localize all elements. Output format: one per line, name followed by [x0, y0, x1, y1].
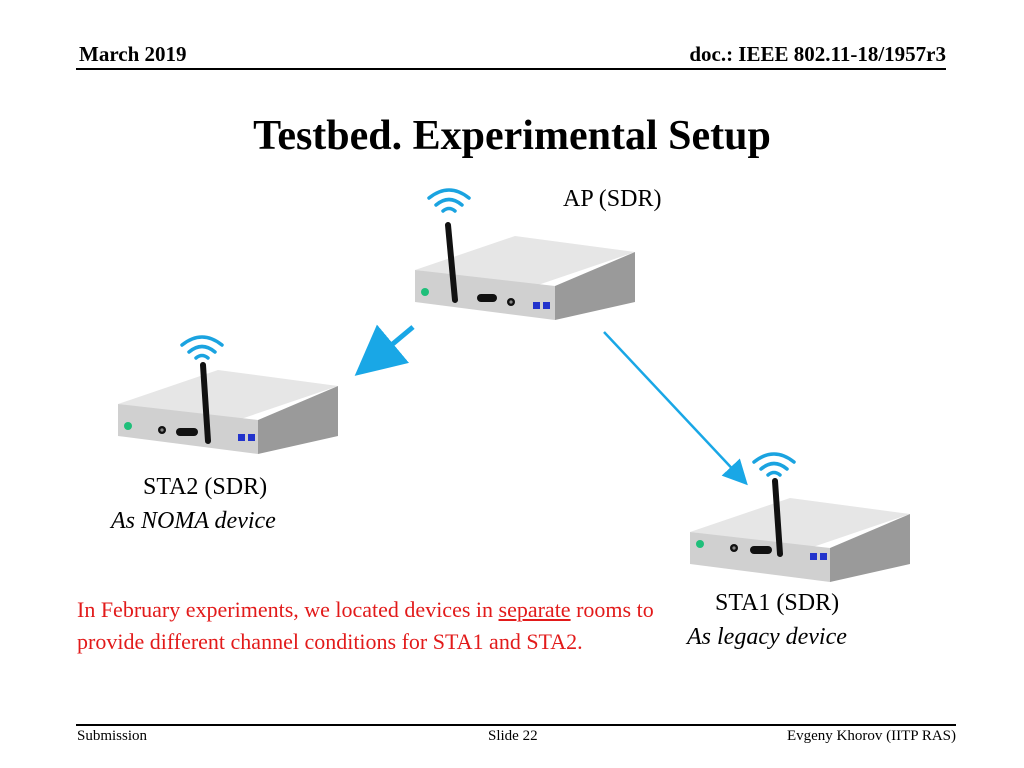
sta1-role: As legacy device: [687, 624, 847, 650]
header-doc-id: doc.: IEEE 802.11-18/1957r3: [689, 42, 946, 66]
note-underlined-word: separate: [498, 597, 571, 622]
slide-title: Testbed. Experimental Setup: [253, 113, 771, 159]
ap-wifi-icon: [427, 188, 471, 213]
sta2-role: As NOMA device: [111, 508, 276, 534]
sta1-antenna-icon: [772, 478, 783, 557]
experiment-note: In February experiments, we located devi…: [77, 594, 657, 658]
sta1-label: STA1 (SDR): [715, 590, 840, 616]
header-date: March 2019: [79, 42, 187, 66]
sta1-device-icon: [690, 498, 910, 582]
header-divider: [76, 68, 946, 70]
note-text-start: In February experiments, we located devi…: [77, 597, 499, 622]
footer-slide-number: Slide 22: [488, 728, 538, 744]
sta1-wifi-icon: [752, 452, 796, 477]
sta2-wifi-icon: [180, 335, 224, 360]
sta2-device-icon: [118, 370, 338, 454]
arrow-ap-to-sta2: [354, 324, 415, 376]
arrow-ap-to-sta1: [603, 331, 748, 486]
ap-device-icon: [415, 236, 635, 320]
note-text-end: rooms to provide different channel condi…: [77, 597, 654, 654]
footer-author: Evgeny Khorov (IITP RAS): [786, 728, 956, 744]
ap-antenna-icon: [445, 222, 458, 303]
footer-submission: Submission: [77, 728, 148, 744]
footer-divider: [76, 724, 956, 726]
ap-label: AP (SDR): [563, 186, 662, 212]
sta2-antenna-icon: [200, 362, 211, 444]
sta2-label: STA2 (SDR): [143, 474, 268, 500]
